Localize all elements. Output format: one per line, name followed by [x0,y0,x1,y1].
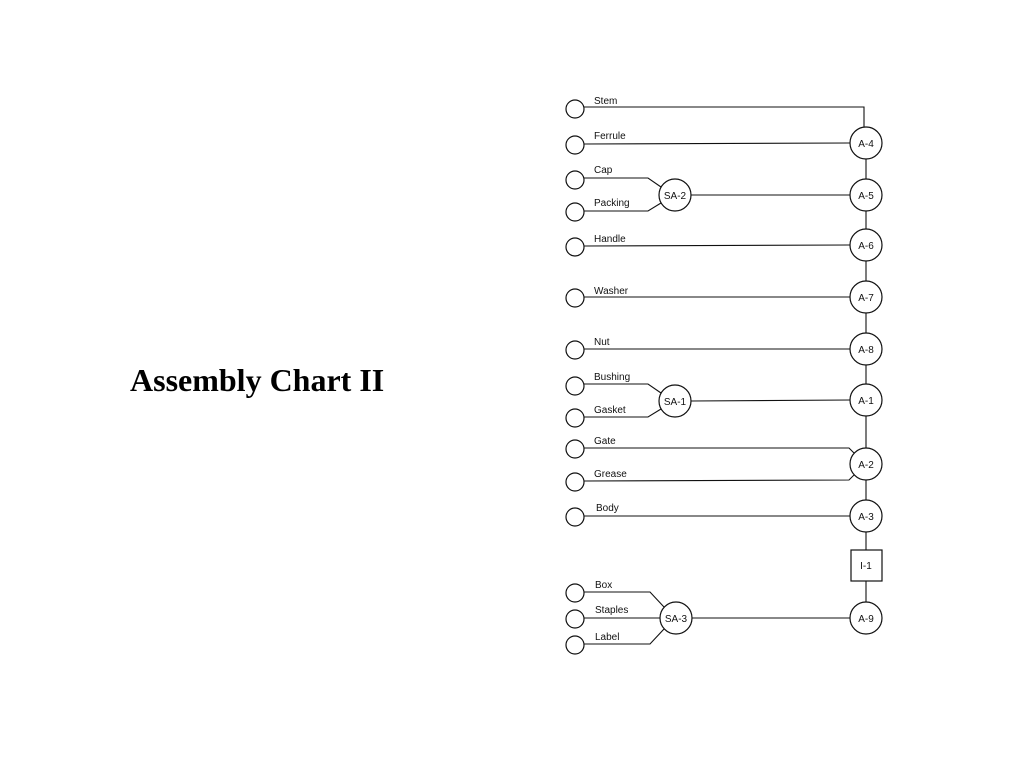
part-node-bushing [565,376,585,396]
part-label-washer: Washer [594,286,629,297]
link-grease-to-a2 [583,474,855,482]
operation-node-a9 [849,601,883,635]
part-node-label [565,635,585,655]
slide-title: Assembly Chart II [130,362,384,398]
part-node-washer [565,288,585,308]
link-gate-to-a2 [584,447,855,454]
operation-node-a7 [849,280,883,314]
link-box-to-sa3 [584,591,665,608]
link-gasket-to-sa1 [584,408,662,418]
subassembly-node-sa3 [659,601,693,635]
part-node-ferrule [565,135,585,155]
part-label-cap: Cap [594,165,613,176]
part-node-grease [565,472,585,492]
link-stem-to-a4 [584,106,865,127]
operation-node-a5 [849,178,883,212]
part-node-nut [565,340,585,360]
link-handle-to-a6 [583,244,851,247]
subassembly-node-sa2 [658,178,692,212]
operation-label-a2: A-2 [858,460,874,471]
operation-node-a2 [849,447,883,481]
operation-label-a9: A-9 [858,614,874,625]
link-label-to-sa3 [584,628,665,645]
operation-label-a4: A-4 [858,139,874,150]
subassembly-label-sa2: SA-2 [664,191,687,202]
part-label-label: Label [595,632,619,643]
part-label-ferrule: Ferrule [594,131,626,142]
link-sa1-to-a1 [690,399,851,402]
operation-node-a4 [849,126,883,160]
part-label-packing: Packing [594,198,630,209]
link-cap-to-sa2 [584,177,662,188]
subassembly-node-sa1 [658,384,692,418]
part-node-body [565,507,585,527]
subassembly-label-sa3: SA-3 [665,614,688,625]
operation-label-a1: A-1 [858,396,874,407]
part-label-staples: Staples [595,605,628,616]
part-label-handle: Handle [594,234,626,245]
operation-node-a3 [849,499,883,533]
operation-node-a8 [849,332,883,366]
link-packing-to-sa2 [584,202,662,212]
part-node-box [565,583,585,603]
part-node-handle [565,237,585,257]
part-label-box: Box [595,580,612,591]
operation-node-a1 [849,383,883,417]
part-node-stem [565,99,585,119]
part-node-gate [565,439,585,459]
part-label-body: Body [596,503,619,514]
inspection-node-i1 [850,549,883,582]
subassembly-label-sa1: SA-1 [664,397,687,408]
link-bushing-to-sa1 [584,383,662,394]
part-label-gasket: Gasket [594,405,626,416]
operation-label-a3: A-3 [858,512,874,523]
part-node-staples [565,609,585,629]
operation-label-a6: A-6 [858,241,874,252]
link-ferrule-to-a4 [583,142,851,145]
part-label-grease: Grease [594,469,627,480]
operation-label-a8: A-8 [858,345,874,356]
part-label-gate: Gate [594,436,616,447]
operation-label-a5: A-5 [858,191,874,202]
part-label-stem: Stem [594,96,617,107]
part-node-gasket [565,408,585,428]
inspection-label-i1: I-1 [860,561,872,572]
assembly-chart: Stem Ferrule Cap Packing Handle Washer N… [565,96,883,655]
part-label-bushing: Bushing [594,372,630,383]
part-node-packing [565,202,585,222]
operation-label-a7: A-7 [858,293,874,304]
part-node-cap [565,170,585,190]
operation-node-a6 [849,228,883,262]
part-label-nut: Nut [594,337,610,348]
